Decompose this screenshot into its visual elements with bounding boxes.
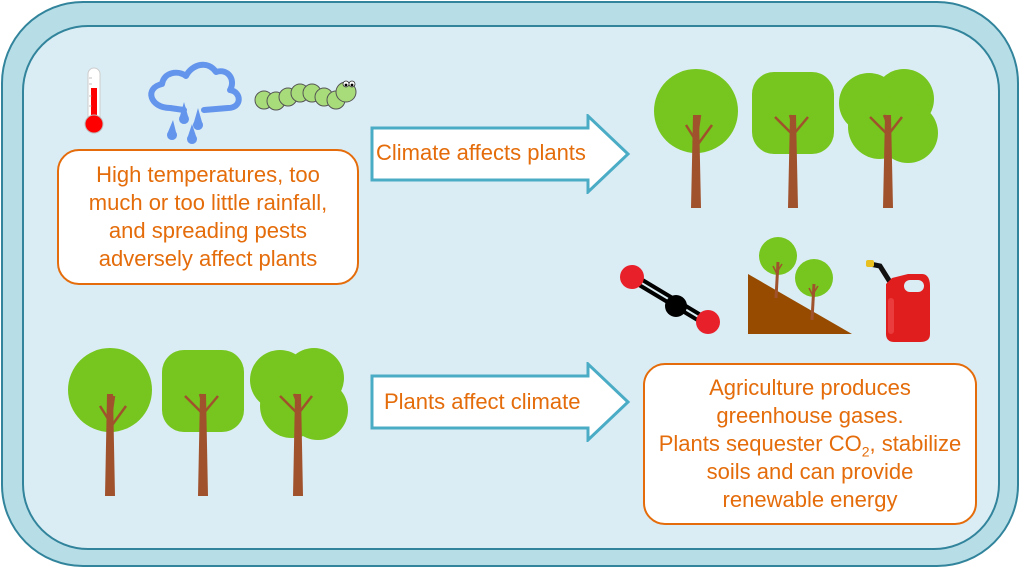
caterpillar-icon	[254, 80, 357, 111]
cloud-tree-icon	[839, 69, 938, 208]
impact-line-3-pre: Plants sequester CO	[658, 431, 862, 456]
co2-molecule-icon	[620, 265, 720, 334]
stress-line-1: High temperatures, too	[96, 162, 320, 187]
thermometer-icon	[84, 67, 104, 134]
climate-affects-plants-arrow	[370, 114, 631, 194]
impact-line-3: Plants sequester CO2, stabilize	[659, 430, 962, 458]
plants-affect-climate-label: Plants affect climate	[384, 389, 581, 414]
plants-affect-climate-arrow	[370, 362, 631, 442]
square-tree-icon	[162, 350, 244, 496]
climate-stress-textbox: High temperatures, too much or too littl…	[57, 149, 359, 285]
stress-line-3: and spreading pests	[108, 218, 308, 243]
climate-affects-plants-label: Climate affects plants	[376, 140, 586, 165]
impact-line-4: soils and can provide	[706, 459, 914, 484]
impact-line-1: Agriculture produces	[709, 375, 911, 400]
cloud-tree-icon	[250, 348, 348, 496]
square-tree-icon	[752, 72, 834, 208]
hillside-trees-icon	[748, 237, 852, 334]
fuel-can-icon	[866, 260, 930, 342]
impact-line-5: renewable energy	[722, 487, 898, 512]
impact-line-3-post: , stabilize	[869, 431, 962, 456]
impact-line-2: greenhouse gases.	[716, 403, 904, 428]
stress-line-4: adversely affect plants	[98, 246, 318, 271]
round-tree-icon	[654, 69, 738, 208]
round-tree-icon	[68, 348, 152, 496]
top-tree-group	[654, 69, 938, 208]
bottom-tree-group	[68, 348, 348, 496]
plant-impact-textbox: Agriculture produces greenhouse gases. P…	[643, 363, 977, 525]
rain-cloud-icon	[148, 61, 242, 144]
stress-line-2: much or too little rainfall,	[88, 190, 328, 215]
co2-subscript: 2	[861, 443, 870, 460]
